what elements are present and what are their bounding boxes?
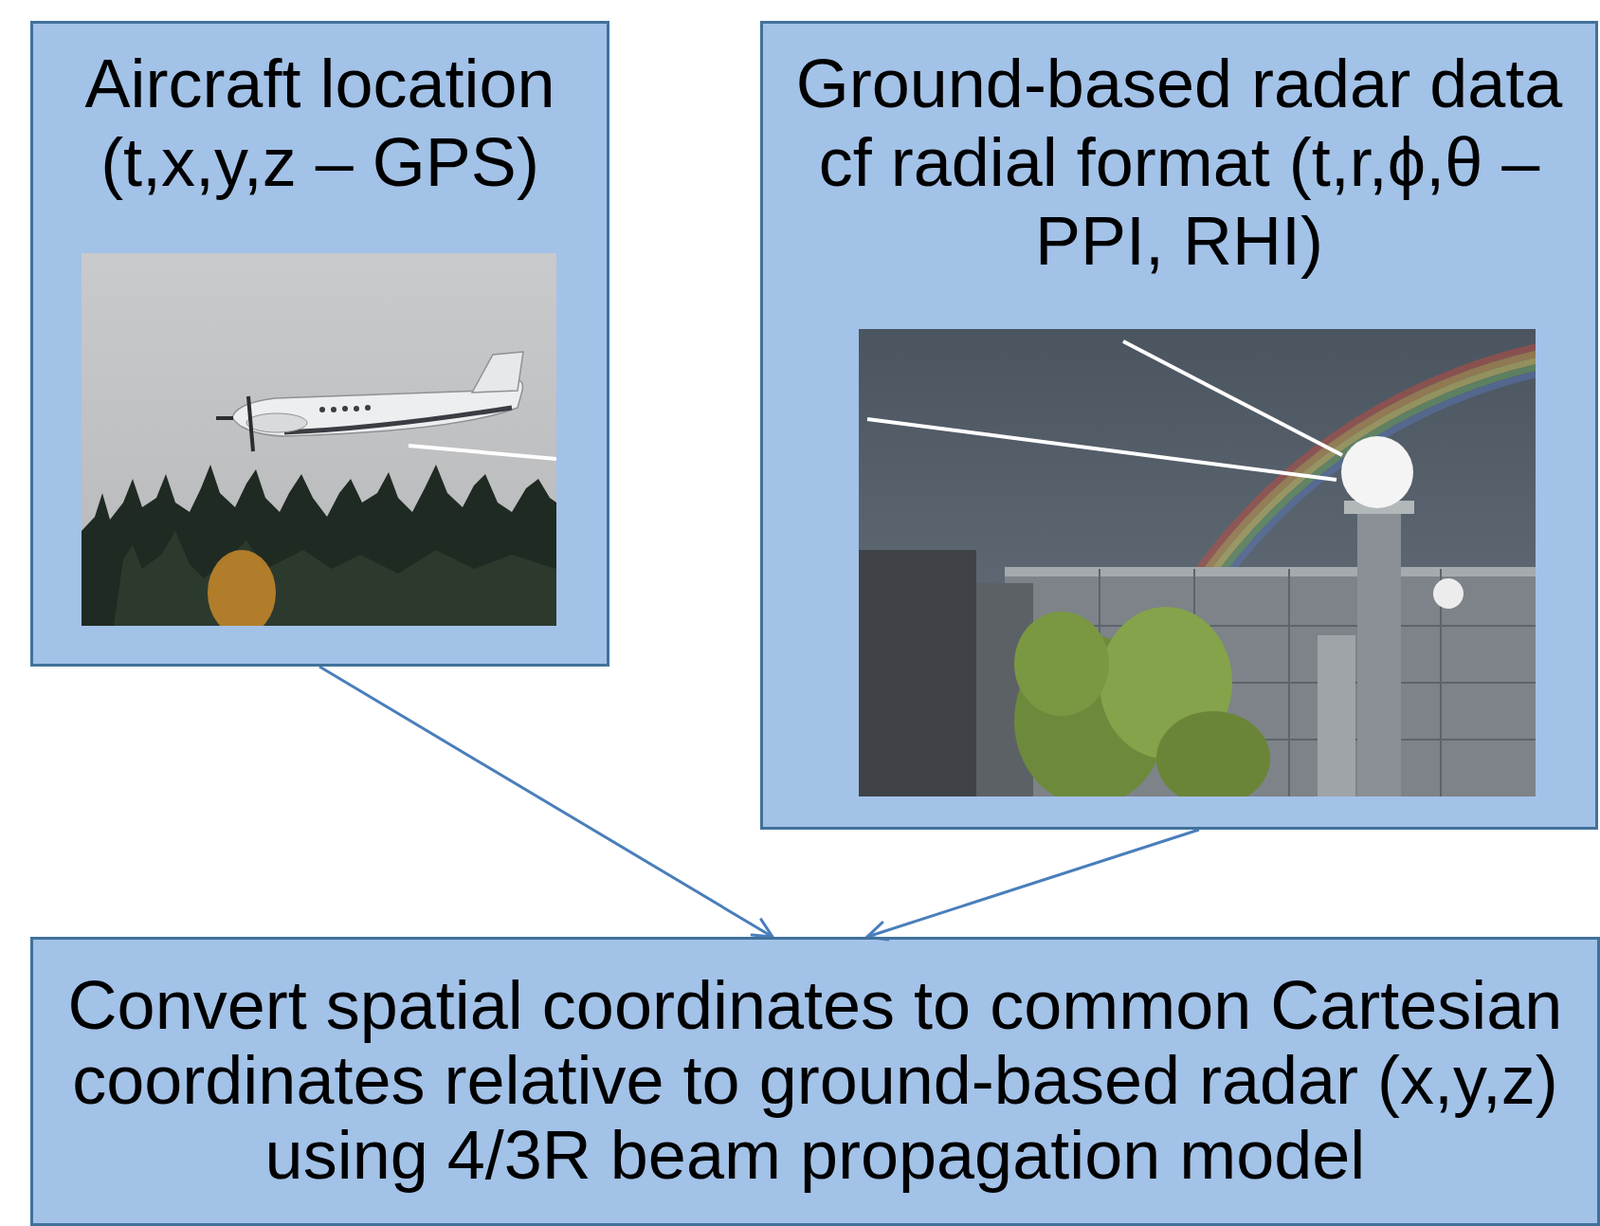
box-label: Convert spatial coordinates to common Ca… bbox=[52, 967, 1579, 1194]
arrow-head bbox=[751, 919, 773, 937]
connector-line bbox=[319, 666, 773, 937]
box-fill bbox=[30, 936, 1600, 1226]
box-label: Aircraft location (t,x,y,z – GPS) bbox=[44, 44, 596, 202]
process-box: Aircraft location (t,x,y,z – GPS) bbox=[30, 20, 610, 667]
aircraft-photo bbox=[81, 253, 557, 626]
flow-arrow bbox=[867, 829, 1200, 940]
box-fills bbox=[30, 20, 1600, 1226]
box-fill bbox=[30, 20, 610, 667]
box-label: Ground-based radar data cf radial format… bbox=[774, 44, 1584, 280]
process-box: Ground-based radar data cf radial format… bbox=[760, 20, 1599, 830]
process-box: Convert spatial coordinates to common Ca… bbox=[30, 936, 1600, 1226]
radar-photo bbox=[858, 328, 1536, 797]
flow-arrow bbox=[319, 666, 773, 937]
box-fill bbox=[760, 20, 1599, 830]
connector-line bbox=[867, 829, 1200, 937]
